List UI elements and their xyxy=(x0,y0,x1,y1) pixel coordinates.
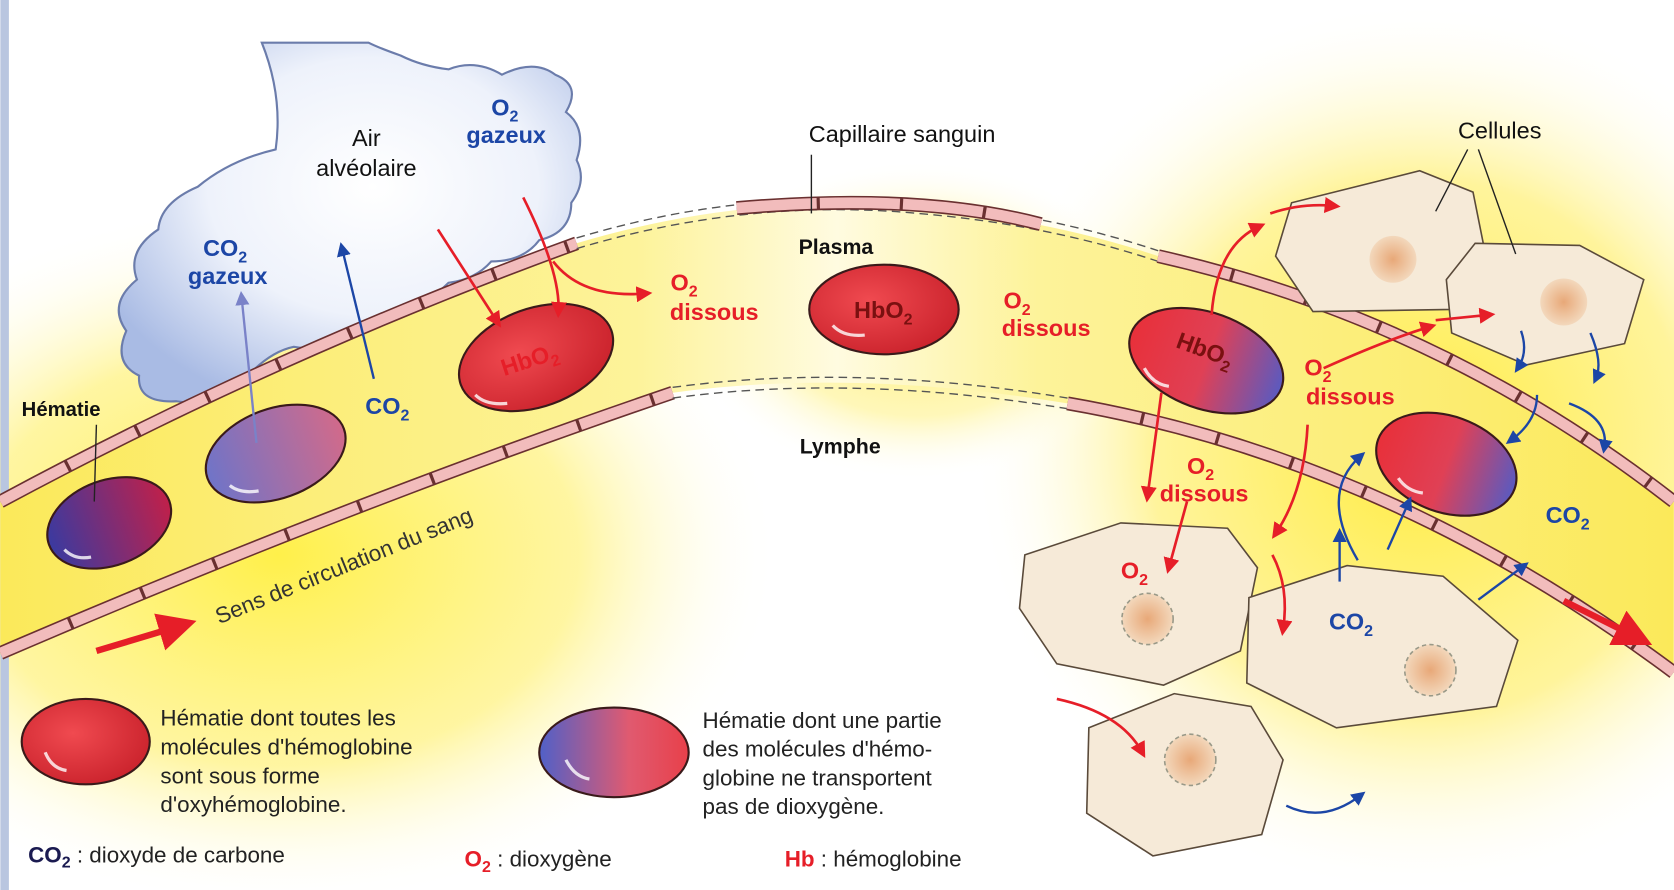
cell-highlights xyxy=(43,324,1424,781)
cell-nucleus xyxy=(1121,592,1174,646)
label-capillaire: Capillaire sanguin xyxy=(809,121,996,147)
lower-wall-left-cells xyxy=(0,387,675,658)
legend-oxy-line: molécules d'hémoglobine xyxy=(160,734,412,759)
label-o2-gazeux: gazeux xyxy=(466,122,546,148)
legend-hb-definition: Hb : hémoglobine xyxy=(785,847,962,872)
label-o2-dissous: dissous xyxy=(1306,383,1395,409)
upper-wall-center-cells xyxy=(736,197,1043,230)
legend-partial-line: Hématie dont une partie xyxy=(703,708,942,733)
cell-nucleus xyxy=(1540,278,1588,326)
label-alveolaire: alvéolaire xyxy=(316,155,416,181)
legend-partial-line: pas de dioxygène. xyxy=(703,794,885,819)
label-lymphe: Lymphe xyxy=(800,435,881,459)
legend-cell-mixed xyxy=(538,706,690,799)
lower-wall-dashed-b xyxy=(672,387,1068,410)
red-blood-cell-oxy xyxy=(457,302,615,413)
legend-oxy-line: d'oxyhémoglobine. xyxy=(160,792,346,817)
co2-arrow-to-alveolus xyxy=(235,291,258,443)
label-o2-dissous: dissous xyxy=(1160,481,1249,507)
red-blood-cell-oxy xyxy=(808,263,960,356)
legend-partial-line: des molécules d'hémo- xyxy=(703,737,933,762)
label-cellules: Cellules xyxy=(1458,118,1541,144)
pointer-lines xyxy=(93,149,1517,502)
lower-wall-dashed-a xyxy=(672,376,1068,399)
label-o2-dissous-formula: O2 xyxy=(1304,355,1331,386)
legend-partial-line: globine ne transportent xyxy=(703,765,933,790)
label-o2-cell: O2 xyxy=(1121,557,1148,588)
upper-wall-dashed-b xyxy=(576,208,1159,263)
label-air: Air xyxy=(352,125,381,151)
legend-cell-oxy xyxy=(20,697,151,786)
oxygen-arrows xyxy=(436,196,1496,758)
co2-arrows xyxy=(337,242,1613,814)
label-o2-dissous-formula: O2 xyxy=(1187,453,1214,484)
label-co2-gazeux: gazeux xyxy=(188,263,268,289)
legend-oxy-line: Hématie dont toutes les xyxy=(160,706,395,731)
upper-wall-left-cells xyxy=(0,238,579,507)
flow-arrow-left xyxy=(95,613,197,655)
label-co2-right: CO2 xyxy=(1546,502,1590,533)
label-o2-dissous: dissous xyxy=(1002,315,1091,341)
legend: Hématie dont toutes les molécules d'hémo… xyxy=(28,706,961,876)
label-hematie: Hématie xyxy=(22,399,101,421)
tissue-cells xyxy=(1018,169,1645,857)
capillary-lumen xyxy=(0,204,1674,673)
page-edge xyxy=(0,0,9,890)
label-co2-cell: CO2 xyxy=(1329,609,1373,640)
flow-arrow-right xyxy=(1562,597,1653,646)
legend-o2-definition: O2 : dioxygène xyxy=(465,847,612,876)
label-hbo2: HbO2 xyxy=(854,297,913,328)
label-o2-dissous: dissous xyxy=(670,299,759,325)
legend-oxy-line: sont sous forme xyxy=(160,763,319,788)
cell-nucleus xyxy=(1369,235,1417,283)
label-co2-formula: CO2 xyxy=(203,235,247,266)
cell-nucleus xyxy=(1403,643,1457,697)
red-blood-cells xyxy=(20,263,1518,799)
label-o2-formula: O2 xyxy=(491,94,518,125)
cell-nucleus xyxy=(1163,733,1217,787)
label-o2-dissous-formula: O2 xyxy=(671,269,698,300)
red-blood-cell xyxy=(204,403,347,504)
legend-co2-definition: CO2 : dioxyde de carbone xyxy=(28,842,285,871)
label-plasma: Plasma xyxy=(799,235,874,259)
label-o2-dissous-formula: O2 xyxy=(1003,287,1030,318)
label-co2-alveolus: CO2 xyxy=(365,393,409,424)
